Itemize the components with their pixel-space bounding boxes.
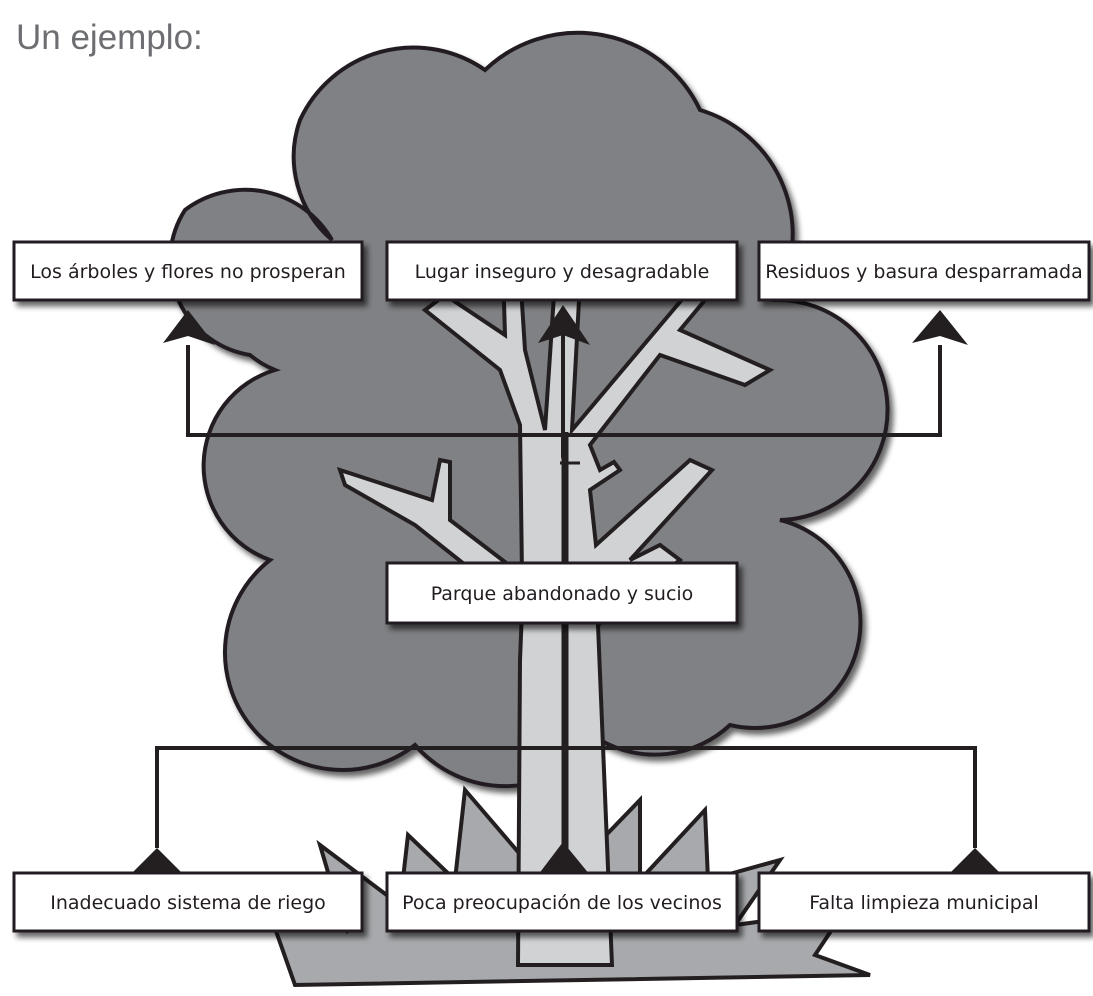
cause-box: Falta limpieza municipal [757,871,1091,933]
problem-box: Parque abandonado y sucio [385,561,739,625]
cause-label: Inadecuado sistema de riego [50,892,326,914]
effect-label: Los árboles y flores no prosperan [30,261,346,283]
cause-arrow-icon [132,848,182,873]
effect-label: Residuos y basura desparramada [765,261,1082,283]
page-title: Un ejemplo: [16,18,203,57]
cause-arrow-icon [950,848,1000,873]
causes-connector [155,746,977,848]
arrow-up-icon [538,305,590,345]
cause-box: Poca preocupación de los vecinos [385,871,739,933]
arrow-up-icon [163,310,215,345]
cause-arrow-icon [538,842,590,875]
cause-label: Poca preocupación de los vecinos [402,892,722,914]
problem-label: Parque abandonado y sucio [431,583,694,605]
arrow-up-icon [912,310,968,345]
effect-label: Lugar inseguro y desagradable [415,261,710,283]
effect-box: Residuos y basura desparramada [757,240,1091,302]
effect-box: Lugar inseguro y desagradable [385,240,739,302]
effect-box: Los árboles y flores no prosperan [12,240,364,302]
cause-label: Falta limpieza municipal [809,892,1039,914]
cause-box: Inadecuado sistema de riego [12,871,364,933]
